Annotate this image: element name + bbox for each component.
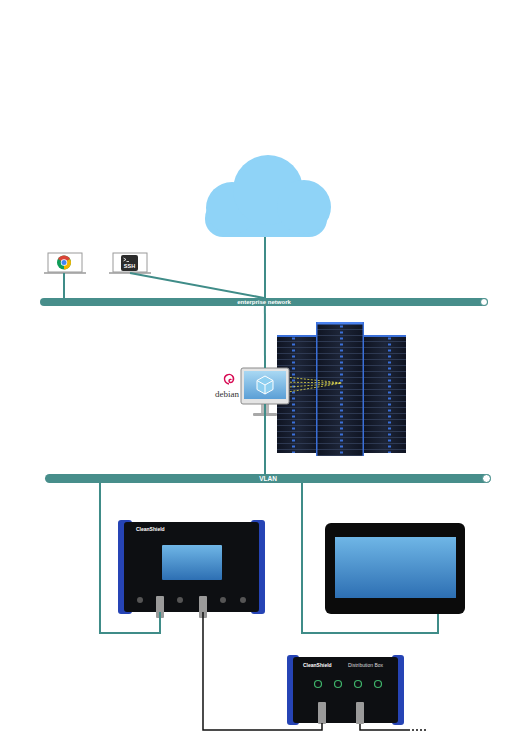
network-link — [203, 612, 322, 730]
node-label: enterprise network — [40, 298, 488, 306]
bus-end-cap — [482, 474, 491, 483]
node-label: CleanShield — [303, 662, 339, 668]
network-bus: enterprise network — [40, 298, 488, 306]
server-racks — [277, 322, 406, 456]
onward-cable — [360, 724, 410, 730]
terminal-laptop-node: SSH — [112, 253, 148, 273]
uplink-wire — [264, 237, 266, 298]
cloud-icon — [205, 155, 331, 237]
bus-end-cap — [480, 298, 488, 306]
distribution-box: CleanShield Distribution Box — [290, 657, 401, 723]
touch-panel — [325, 523, 465, 614]
debian-swirl — [225, 374, 234, 384]
distribution-box-body — [287, 655, 404, 725]
browser-laptop — [44, 253, 86, 273]
node-label: debian — [215, 389, 243, 400]
panel-wire — [302, 483, 438, 633]
controller-device: CleanShield — [120, 522, 263, 612]
terminal-laptop — [109, 253, 151, 273]
node-label: VLAN — [45, 474, 491, 483]
network-link — [264, 404, 266, 474]
client-wire — [63, 273, 65, 298]
node-sublabel: Distribution Box — [348, 662, 390, 668]
network-link — [100, 483, 160, 633]
continuation-dots — [412, 729, 428, 731]
node-label: SSH — [121, 263, 138, 270]
node-label: CleanShield — [136, 526, 176, 532]
controller-device-body — [118, 520, 265, 618]
virtual-machine: debian — [241, 368, 289, 404]
network-link — [130, 273, 264, 298]
network-link — [264, 306, 266, 368]
network-bus: VLAN — [45, 474, 491, 483]
